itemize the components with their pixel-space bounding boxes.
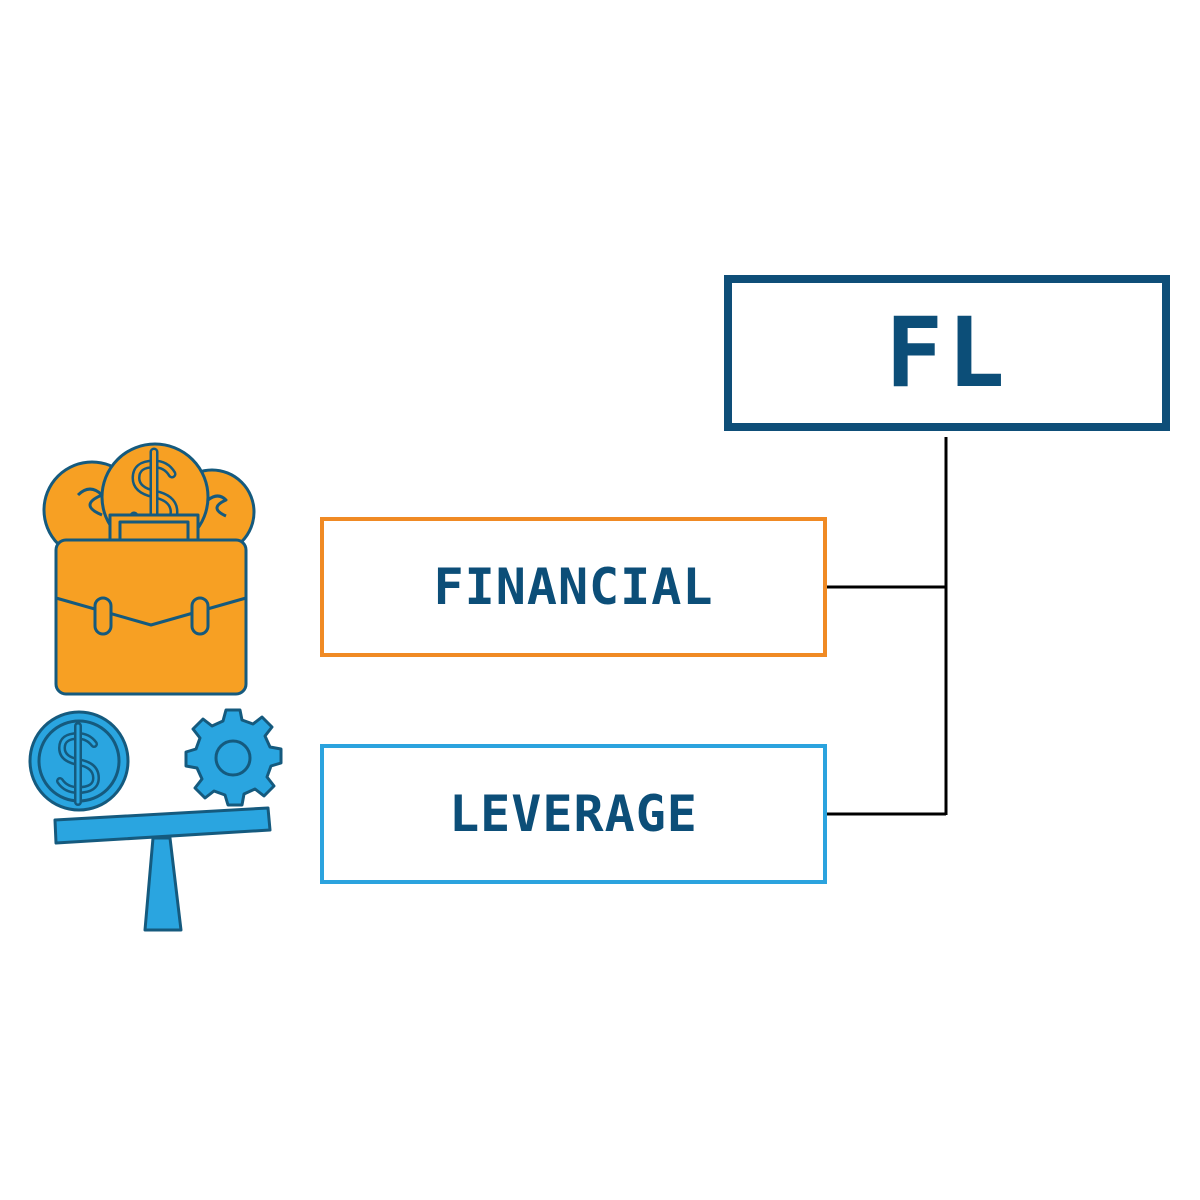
word-label-financial: FINANCIAL bbox=[433, 558, 714, 616]
acronym-box: FL bbox=[724, 275, 1170, 431]
word-label-leverage: LEVERAGE bbox=[449, 785, 698, 843]
word-box-financial: FINANCIAL bbox=[320, 517, 827, 657]
acronym-label: FL bbox=[885, 297, 1009, 409]
word-box-leverage: LEVERAGE bbox=[320, 744, 827, 884]
